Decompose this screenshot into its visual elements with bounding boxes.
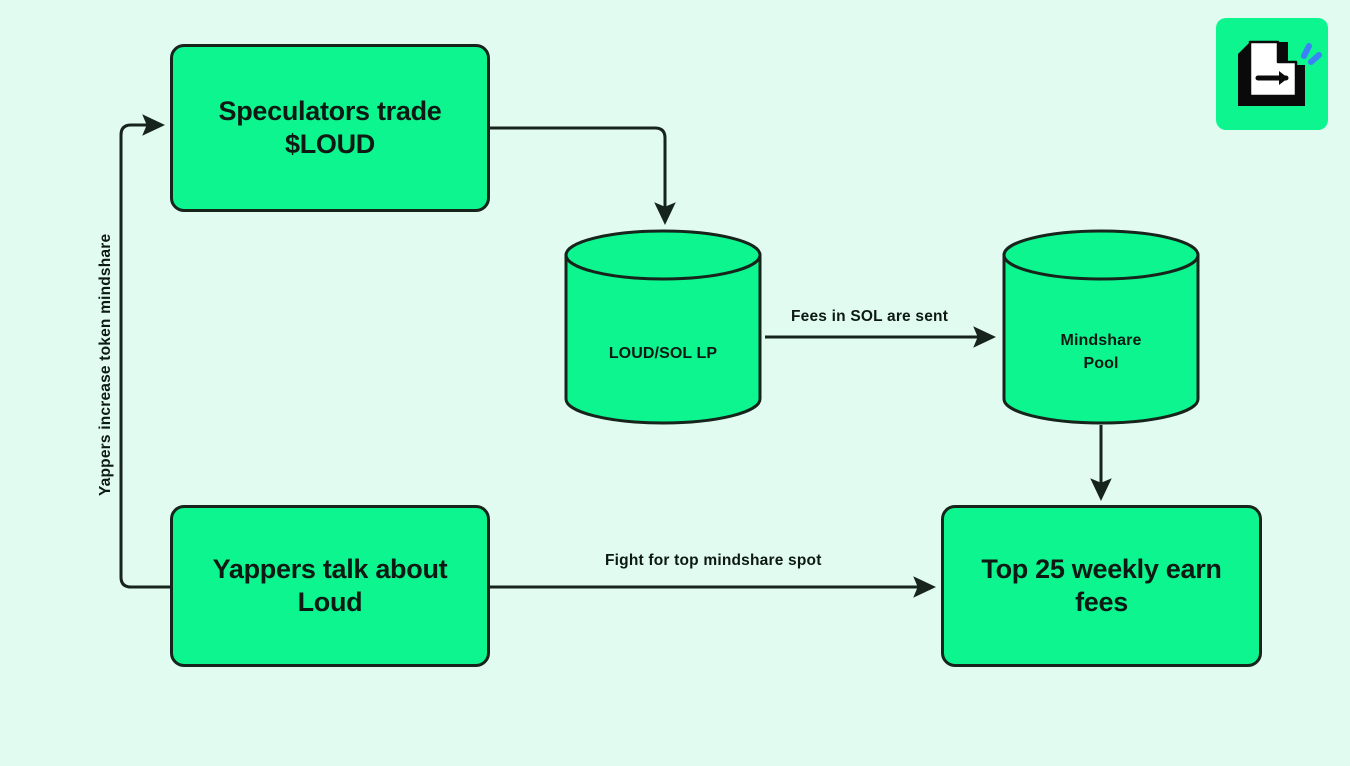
node-yappers-talk-about-loud[interactable]: Yappers talk about Loud — [170, 505, 490, 667]
node-speculators-line2: $LOUD — [284, 129, 375, 159]
node-yappers-label: Yappers talk about Loud — [213, 553, 448, 620]
edge-yappers-to-speculators — [119, 114, 170, 589]
node-top25-line2: fees — [1075, 587, 1128, 617]
node-speculators-label: Speculators trade $LOUD — [219, 95, 442, 162]
node-speculators-line1: Speculators trade — [218, 95, 442, 126]
document-arrow-icon — [1238, 40, 1322, 106]
cylinder-shape — [564, 229, 762, 425]
node-mindshare-pool-label: Mindshare Pool — [1001, 329, 1201, 375]
node-mindshare-pool[interactable]: Mindshare Pool — [1001, 229, 1201, 425]
edge-speculators-to-lp — [490, 126, 676, 226]
node-loud-sol-lp-label: LOUD/SOL LP — [608, 345, 718, 362]
node-mindshare-line1: Mindshare — [1060, 332, 1142, 349]
edge-label-fight-for-top-mindshare-spot: Fight for top mindshare spot — [605, 552, 822, 569]
node-top-25-weekly-earn-fees[interactable]: Top 25 weekly earn fees — [941, 505, 1262, 667]
cylinder-shape — [1002, 229, 1200, 425]
document-arrow-logo — [1216, 18, 1328, 130]
edge-label-fees-in-sol: Fees in SOL are sent — [791, 308, 949, 325]
edge-label-yappers-increase-token-mindshare: Yappers increase token mindshare — [97, 233, 114, 496]
node-mindshare-line2: Pool — [1083, 355, 1119, 373]
node-speculators-trade-loud[interactable]: Speculators trade $LOUD — [170, 44, 490, 212]
node-yappers-line1: Yappers talk about — [212, 553, 448, 584]
node-top25-label: Top 25 weekly earn fees — [981, 553, 1222, 620]
node-yappers-line2: Loud — [297, 587, 363, 617]
node-loud-sol-lp[interactable]: LOUD/SOL LP — [563, 229, 763, 425]
node-top25-line1: Top 25 weekly earn — [981, 553, 1222, 584]
